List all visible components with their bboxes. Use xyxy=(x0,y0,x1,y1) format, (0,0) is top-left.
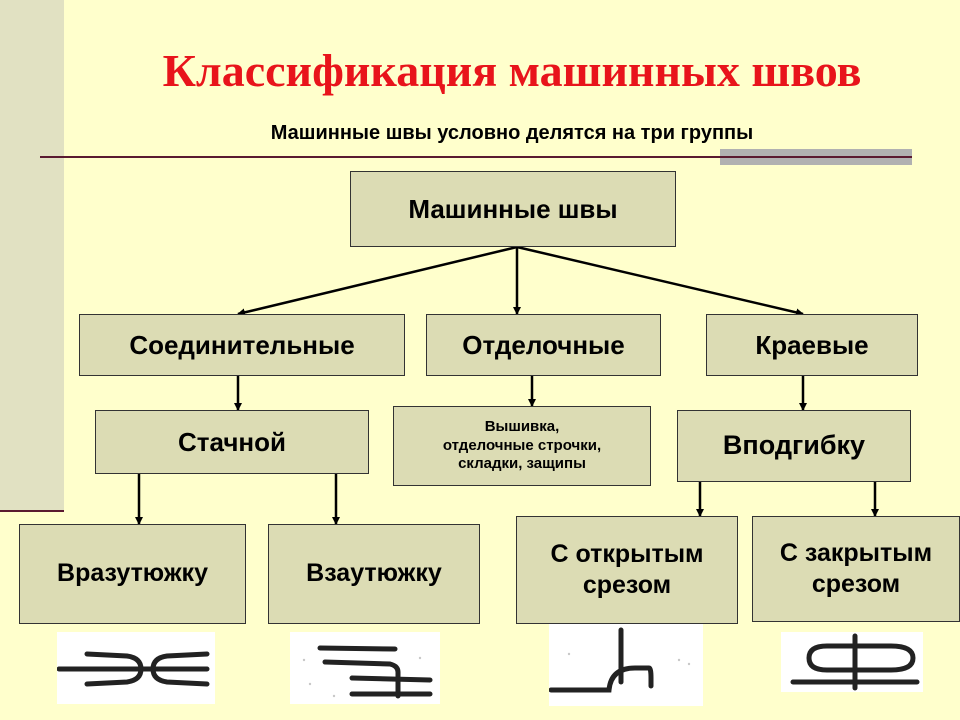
node-machine-seams: Машинные швы xyxy=(350,171,676,247)
node-pressed-to-side: Взаутюжку xyxy=(268,524,480,624)
arrow-root-to-edge xyxy=(516,245,804,317)
node-finishing-examples: Вышивка, отделочные строчки, складки, за… xyxy=(393,406,651,486)
seam-symbol-closed-edge-icon xyxy=(781,632,923,692)
node-open-edge: С открытым срезом xyxy=(516,516,738,624)
left-decor-band xyxy=(0,0,64,510)
arrow-root-to-joining xyxy=(237,245,518,317)
node-closed-edge: С закрытым срезом xyxy=(752,516,960,622)
node-finishing-seams: Отделочные xyxy=(426,314,661,376)
header-divider xyxy=(40,156,912,158)
node-joining-seams: Соединительные xyxy=(79,314,405,376)
seam-symbol-pressed-open-icon xyxy=(57,632,215,704)
node-pressed-open: Вразутюжку xyxy=(19,524,246,624)
node-plain-seam: Стачной xyxy=(95,410,369,474)
node-turned-hem: Вподгибку xyxy=(677,410,911,482)
left-decor-rule xyxy=(0,510,64,512)
node-edge-seams: Краевые xyxy=(706,314,918,376)
seam-symbol-open-edge-icon xyxy=(549,624,703,706)
seam-symbol-pressed-to-side-icon xyxy=(290,632,440,704)
page-title: Классификация машинных швов xyxy=(162,45,862,96)
page-subtitle: Машинные швы условно делятся на три груп… xyxy=(270,122,754,144)
